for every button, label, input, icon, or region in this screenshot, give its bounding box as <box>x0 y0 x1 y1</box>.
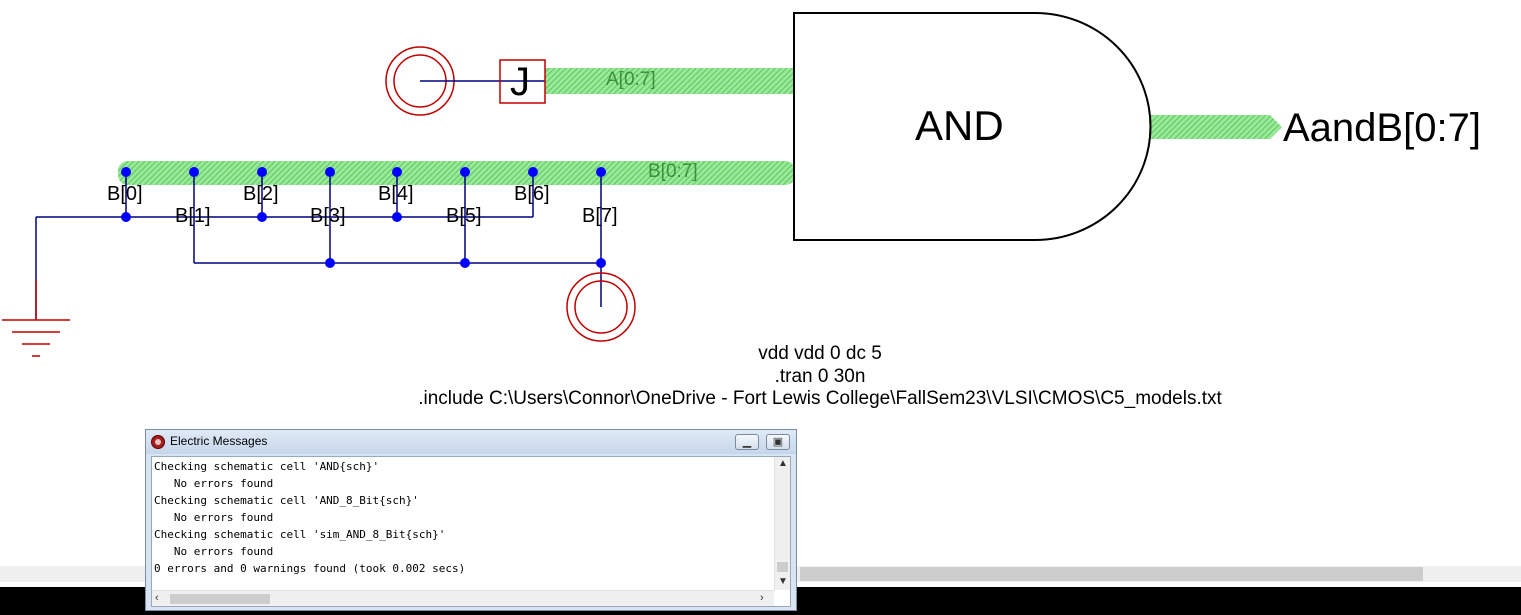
message-line: 0 errors and 0 warnings found (took 0.00… <box>154 562 466 575</box>
window-title: Electric Messages <box>170 434 268 448</box>
spice-line: .tran 0 30n <box>774 366 866 387</box>
bit-label: B[4] <box>378 183 414 205</box>
bus-b[interactable] <box>118 161 795 185</box>
scroll-down-icon[interactable]: ▼ <box>778 576 788 587</box>
message-line: Checking schematic cell 'AND_8_Bit{sch}' <box>154 494 419 507</box>
message-line: Checking schematic cell 'AND{sch}' <box>154 460 380 473</box>
scroll-left-icon[interactable]: ‹ <box>155 592 159 604</box>
bus-a-label: A[0:7] <box>606 69 656 90</box>
messages-horizontal-scrollbar[interactable]: ‹ › <box>152 590 774 606</box>
minimize-button[interactable]: ▁ <box>735 434 759 450</box>
messages-vertical-scrollbar[interactable]: ▲ ▼ <box>774 457 790 590</box>
bit-label: B[0] <box>107 183 143 205</box>
messages-titlebar[interactable]: Electric Messages ▁ ▣ <box>146 430 796 454</box>
message-line: No errors found <box>154 511 274 524</box>
and-gate[interactable] <box>793 12 1152 241</box>
spice-line: vdd vdd 0 dc 5 <box>758 343 882 364</box>
vdd-source-inner <box>574 280 628 334</box>
bus-a[interactable] <box>545 68 795 94</box>
electric-icon <box>151 435 165 449</box>
bit-label: B[7] <box>582 205 618 227</box>
ground-icon[interactable] <box>2 280 70 357</box>
bit-label: B[2] <box>243 183 279 205</box>
message-line: Checking schematic cell 'sim_AND_8_Bit{s… <box>154 528 446 541</box>
messages-content[interactable]: Checking schematic cell 'AND{sch}' No er… <box>151 456 791 607</box>
scroll-right-icon[interactable]: › <box>760 592 764 604</box>
vertical-scroll-thumb[interactable] <box>777 562 788 572</box>
bit-label: B[5] <box>446 205 482 227</box>
bit-label: B[6] <box>514 183 550 205</box>
message-line: No errors found <box>154 477 274 490</box>
restore-icon: ▣ <box>772 436 784 448</box>
spice-line: .include C:\Users\Connor\OneDrive - Fort… <box>418 388 1222 409</box>
restore-button[interactable]: ▣ <box>766 434 790 450</box>
minimize-icon: ▁ <box>742 436 752 448</box>
messages-window[interactable]: Electric Messages ▁ ▣ Checking schematic… <box>145 429 797 611</box>
vdd-source-outer[interactable] <box>566 272 636 342</box>
wire-nodes <box>121 167 606 268</box>
bit-label: B[1] <box>175 205 211 227</box>
gate-label: AND <box>915 102 1004 149</box>
bus-b-label: B[0:7] <box>648 161 698 182</box>
export-label: J <box>510 60 530 104</box>
output-label: AandB[0:7] <box>1283 106 1481 150</box>
message-line: No errors found <box>154 545 274 558</box>
canvas-scroll-thumb[interactable] <box>800 567 1423 581</box>
bus-output[interactable] <box>1145 115 1282 139</box>
scroll-up-icon[interactable]: ▲ <box>778 458 788 469</box>
bit-label: B[3] <box>310 205 346 227</box>
horizontal-scroll-thumb[interactable] <box>170 594 270 604</box>
export-j-box[interactable] <box>499 59 546 104</box>
bus-b-taps <box>35 172 602 320</box>
